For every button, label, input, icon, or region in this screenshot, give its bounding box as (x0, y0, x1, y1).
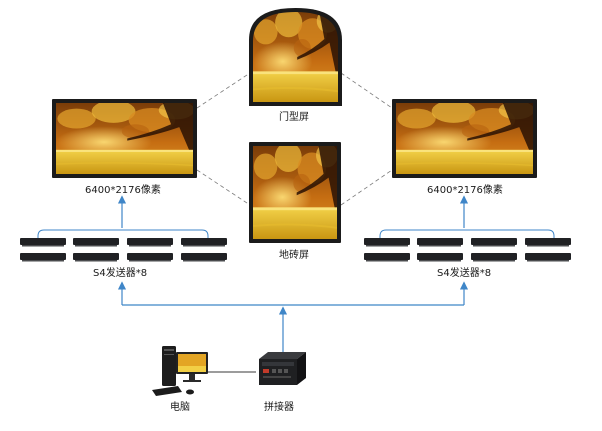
sender-unit (20, 238, 66, 245)
desktop-pc-icon (152, 346, 208, 396)
sender-unit (417, 238, 463, 245)
floor-tile-screen (249, 142, 341, 243)
right-senders-label: S4发送器*8 (437, 268, 492, 279)
sender-unit (181, 253, 227, 260)
splicer-label: 拼接器 (264, 402, 294, 413)
sender-unit (364, 238, 410, 245)
door-screen-label: 门型屏 (279, 112, 309, 123)
dashed-link-left-bottom (196, 169, 251, 206)
sender-unit (525, 253, 571, 260)
sender-unit (73, 238, 119, 245)
dashed-link-right-bottom (340, 169, 393, 206)
right-led-screen (392, 99, 537, 178)
door-screen (249, 8, 342, 106)
left-sender-group (20, 229, 227, 262)
left-resolution-label: 6400*2176像素 (85, 185, 161, 196)
sender-unit (127, 253, 173, 260)
sender-unit (181, 238, 227, 245)
sender-unit (471, 253, 517, 260)
right-resolution-label: 6400*2176像素 (427, 185, 503, 196)
sender-unit (471, 238, 517, 245)
dashed-link-right-top (340, 72, 393, 109)
computer-label: 电脑 (170, 402, 190, 413)
dashed-links (196, 72, 393, 206)
video-splicer-icon (259, 352, 306, 385)
left-senders-label: S4发送器*8 (93, 268, 148, 279)
floor-screen-label: 地砖屏 (279, 250, 309, 261)
sender-to-screen-arrows (117, 195, 469, 228)
distribution-bus (117, 281, 469, 355)
sender-unit (20, 253, 66, 260)
left-led-screen (52, 99, 197, 178)
sender-unit (525, 238, 571, 245)
dashed-link-left-top (196, 72, 251, 109)
sender-unit (127, 238, 173, 245)
right-sender-group (364, 229, 571, 262)
sender-unit (73, 253, 119, 260)
sender-unit (417, 253, 463, 260)
sender-unit (364, 253, 410, 260)
